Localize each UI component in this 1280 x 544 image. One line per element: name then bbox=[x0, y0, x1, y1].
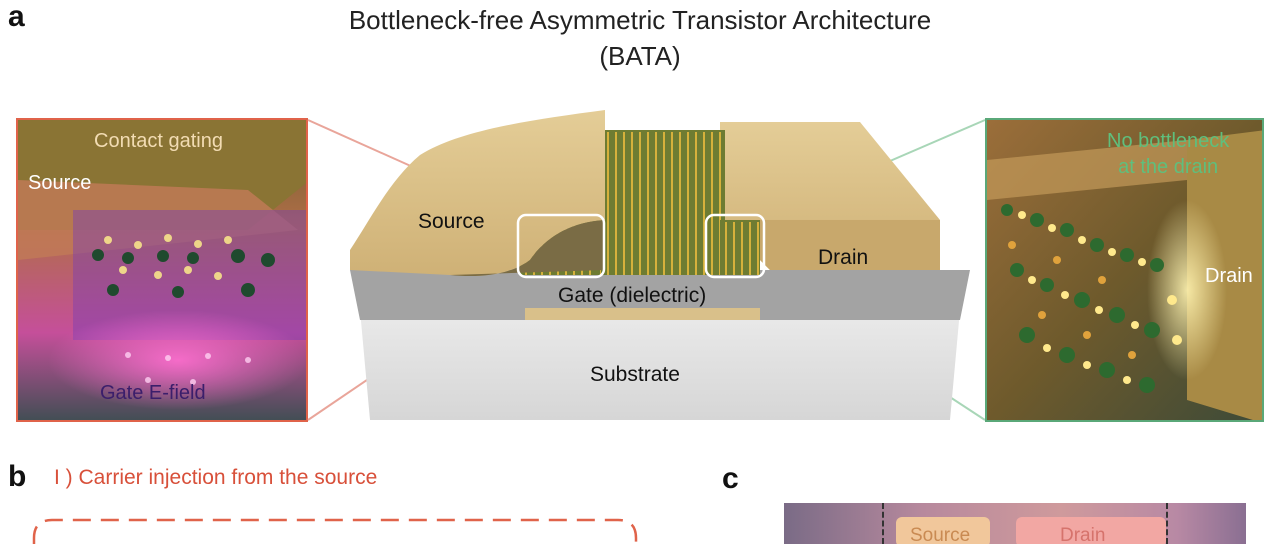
left-inset-source-label: Source bbox=[28, 172, 92, 194]
gate-field-label: Gate E-field bbox=[100, 382, 206, 404]
source-highlight-box bbox=[516, 213, 606, 279]
panel-label-c: c bbox=[722, 462, 739, 495]
drain-illustration bbox=[987, 120, 1262, 420]
gate-dielectric-label: Gate (dielectric) bbox=[558, 284, 707, 307]
substrate-label: Substrate bbox=[590, 363, 680, 386]
drain-highlight-box bbox=[704, 213, 766, 279]
divider-left bbox=[882, 503, 884, 544]
source-pad bbox=[896, 517, 990, 544]
panel-label-b: b bbox=[8, 460, 27, 493]
right-inset-drain-label: Drain bbox=[1205, 265, 1253, 287]
transistor-device: Source Drain Gate (dielectric) Substrate bbox=[330, 110, 980, 430]
contact-gating-inset: Contact gating Source Gate E-field bbox=[16, 118, 308, 422]
contact-gating-illustration bbox=[18, 120, 306, 420]
device-drain-label: Drain bbox=[818, 246, 869, 269]
device-illustration bbox=[350, 110, 970, 420]
micrograph-source-label: Source bbox=[910, 525, 971, 544]
panel-label-a: a bbox=[8, 0, 25, 33]
divider-right bbox=[1166, 503, 1168, 544]
drain-inset: No bottleneck at the drain Drain bbox=[985, 118, 1264, 422]
gate-electrode bbox=[525, 308, 760, 320]
device-micrograph: Source Drain bbox=[784, 503, 1246, 544]
drain-pad bbox=[1016, 517, 1166, 544]
figure-subtitle: (BATA) bbox=[599, 41, 681, 71]
carrier-injection-heading: I ) Carrier injection from the source bbox=[54, 466, 378, 489]
panel-b-dashed-box bbox=[32, 518, 638, 544]
contact-gating-label: Contact gating bbox=[94, 130, 223, 152]
no-bottleneck-line2: at the drain bbox=[1118, 156, 1219, 178]
no-bottleneck-line1: No bottleneck bbox=[1107, 130, 1230, 152]
figure-title: Bottleneck-free Asymmetric Transistor Ar… bbox=[348, 5, 932, 35]
no-bottleneck-label: No bottleneck at the drain bbox=[1107, 128, 1229, 180]
micrograph-drain-label: Drain bbox=[1060, 525, 1106, 544]
device-source-label: Source bbox=[418, 210, 485, 233]
